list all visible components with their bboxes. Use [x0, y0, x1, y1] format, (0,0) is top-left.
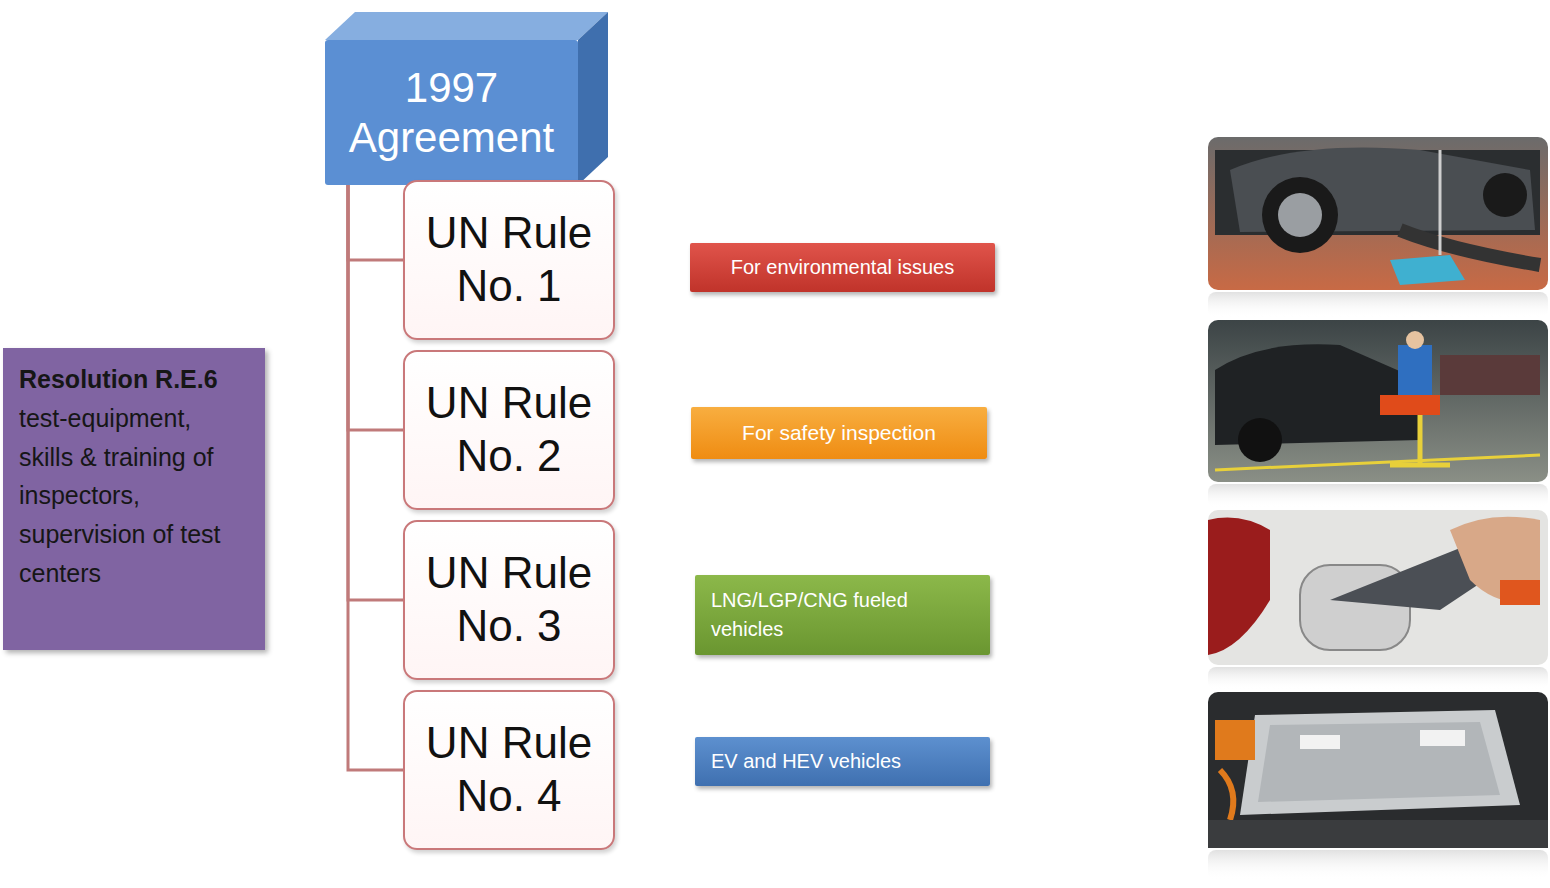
box-side-face [578, 12, 608, 185]
resolution-text: test-equipment, skills & training of ins… [19, 404, 221, 587]
rule-box: UN Rule No. 2 [403, 350, 615, 510]
scope-label-box: For environmental issues [690, 243, 995, 292]
resolution-paragraph: Resolution R.E.6 test-equipment, skills … [19, 360, 249, 593]
box-top-face [325, 12, 608, 40]
box-text: UN Rule No. 2 [415, 377, 603, 483]
box-text: 1997 Agreement [339, 63, 564, 162]
scope-label-box: EV and HEV vehicles [695, 737, 990, 786]
box-text: LNG/LGP/CNG fueled vehicles [711, 586, 974, 644]
box-text: UN Rule No. 3 [415, 547, 603, 653]
box-text: UN Rule No. 1 [415, 207, 603, 313]
bracket-connector [348, 185, 403, 770]
resolution-text: Resolution R.E.6 [19, 365, 218, 393]
scope-label-box: For safety inspection [691, 407, 987, 459]
scope-label-box: LNG/LGP/CNG fueled vehicles [695, 575, 990, 655]
bracket-connector [348, 185, 403, 260]
rule-box: UN Rule No. 1 [403, 180, 615, 340]
emission-photo [1208, 137, 1548, 318]
bracket-connector [348, 185, 403, 430]
resolution-box: Resolution R.E.6 test-equipment, skills … [3, 348, 265, 650]
box-text: For safety inspection [707, 418, 971, 448]
rule-box: UN Rule No. 3 [403, 520, 615, 680]
box-text: UN Rule No. 4 [415, 717, 603, 823]
ev-battery-photo [1208, 692, 1548, 880]
safety-inspection-photo [1208, 320, 1548, 508]
bracket-connector [348, 185, 403, 600]
rule-box: UN Rule No. 4 [403, 690, 615, 850]
box-text: For environmental issues [706, 253, 979, 282]
box-text: EV and HEV vehicles [711, 747, 974, 776]
gas-refuel-photo [1208, 510, 1548, 690]
agreement-box: 1997 Agreement [325, 40, 578, 185]
